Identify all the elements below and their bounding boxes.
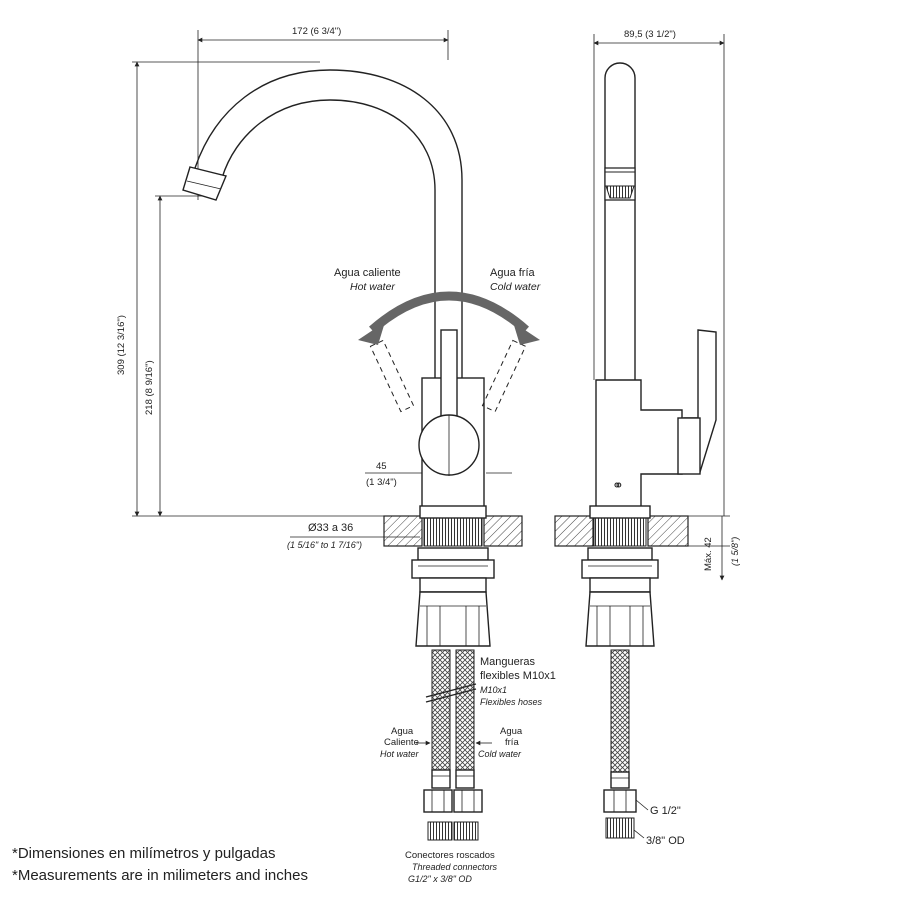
dim-width-side: 89,5 (3 1/2") <box>624 29 676 40</box>
label-hose-cold-es-1: Agua <box>500 726 523 737</box>
label-hoses-es-2: flexibles M10x1 <box>480 670 556 682</box>
label-hose-hot-en: Hot water <box>380 749 420 759</box>
note-es: *Dimensiones en milímetros y pulgadas <box>12 845 275 862</box>
label-connectors-en-2: G1/2" x 3/8" OD <box>408 874 472 884</box>
label-connectors-es: Conectores roscados <box>405 850 495 861</box>
label-hose-hot-es-2: Caliente <box>384 737 419 748</box>
label-cold-water-en: Cold water <box>490 281 541 293</box>
logo-mark-icon: ⚭ <box>612 477 624 493</box>
label-hose-cold-es-2: fría <box>505 737 519 748</box>
dim-hole-in: (1 5/16" to 1 7/16") <box>287 540 362 550</box>
side-view: 89,5 (3 1/2") ⚭ Máx. 42 (1 5/8") <box>554 29 740 847</box>
dim-handle-in: (1 3/4") <box>366 477 397 488</box>
label-hoses-en-1: M10x1 <box>480 685 507 695</box>
dim-height-spout: 218 (8 9/16") <box>144 360 155 415</box>
label-cold-water-es: Agua fría <box>490 267 536 279</box>
label-hose-cold-en: Cold water <box>478 749 522 759</box>
label-hoses-en-2: Flexibles hoses <box>480 697 543 707</box>
dim-counter-in: (1 5/8") <box>730 537 740 566</box>
dim-handle-mm: 45 <box>376 461 387 472</box>
label-hoses-es-1: Mangueras <box>480 656 536 668</box>
label-thread-od: 3/8" OD <box>646 835 685 847</box>
label-hot-water-es: Agua caliente <box>334 267 401 279</box>
dim-counter-mm: Máx. 42 <box>703 537 714 571</box>
label-connectors-en-1: Threaded connectors <box>412 862 498 872</box>
note-en: *Measurements are in milimeters and inch… <box>12 867 308 884</box>
dim-height-total: 309 (12 3/16") <box>116 315 127 375</box>
label-hot-water-en: Hot water <box>350 281 395 293</box>
label-hose-hot-es-1: Agua <box>391 726 414 737</box>
label-thread-g: G 1/2" <box>650 805 681 817</box>
front-view: 172 (6 3/4") 309 (12 3/16") 218 (8 9/16"… <box>116 26 556 884</box>
dim-width-front: 172 (6 3/4") <box>292 26 341 37</box>
dim-hole-mm: Ø33 a 36 <box>308 522 353 534</box>
